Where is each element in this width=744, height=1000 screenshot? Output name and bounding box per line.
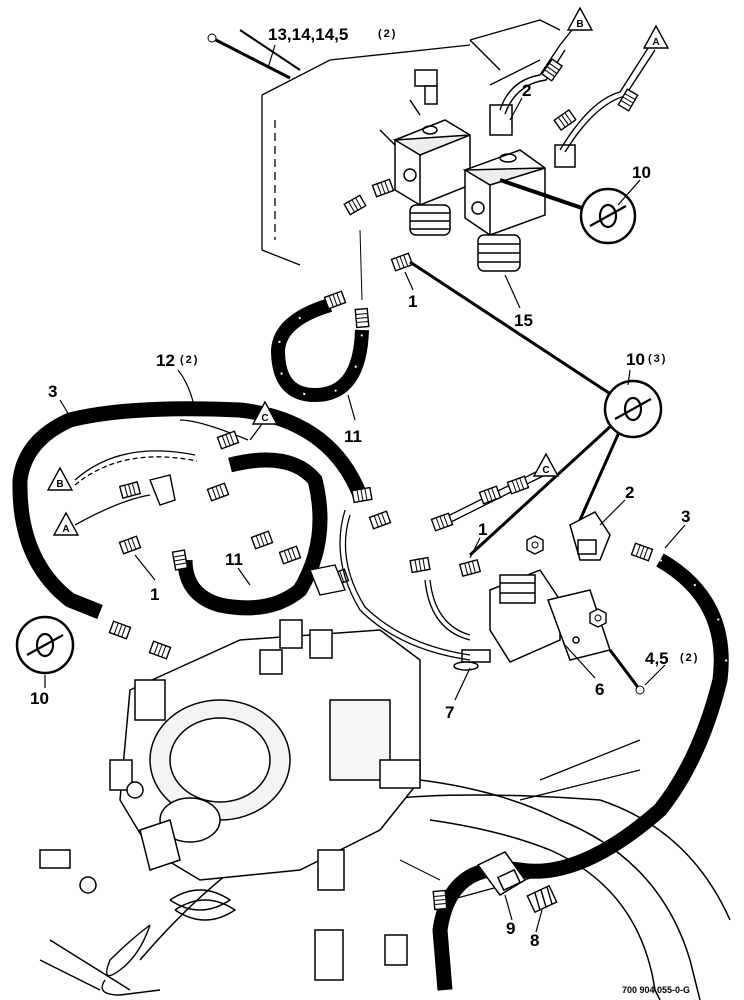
elbow-fitting-part-2-right [569, 511, 611, 561]
wire-harness-part-7 [339, 509, 471, 661]
callout-1-left: 1 [150, 585, 159, 604]
ref-triangle-C-right: C [532, 452, 560, 477]
hose-ends-11-upper [323, 229, 370, 329]
pressure-switch-part-9 [476, 851, 527, 896]
hose-part-11-middle [177, 452, 328, 616]
callout-11-top: 11 [344, 427, 362, 446]
callout-15: 15 [514, 311, 533, 330]
callout-6: 6 [595, 680, 604, 699]
hose-connection-symbol-icon [603, 379, 663, 439]
ref-label-A-left: A [62, 524, 69, 535]
ref-label-A-top: A [652, 37, 659, 48]
callout-10-mid: 10 [626, 350, 645, 369]
callout-9: 9 [506, 919, 515, 938]
bolt-part-13 [207, 33, 291, 80]
valve-block-upper [379, 69, 576, 272]
tube-lines-left [74, 419, 249, 526]
ref-triangle-B-top: B [566, 6, 594, 31]
hose-part-11-upper [270, 298, 369, 403]
ref-label-C-right: C [542, 465, 549, 476]
callout-1-top: 1 [408, 292, 417, 311]
spring-lower-left [39, 889, 237, 996]
callout-leaders [44, 44, 686, 933]
ref-triangle-A-top: A [642, 24, 670, 49]
ref-label-B-left: B [56, 479, 63, 490]
leader-line-10-top [499, 178, 583, 210]
ref-triangle-C-left: C [251, 400, 279, 425]
leader-lines-10-3 [409, 260, 622, 557]
hose-connection-symbol-icon [579, 187, 637, 245]
ref-label-C-left: C [261, 413, 268, 424]
callout-4-5: 4,5 [645, 649, 669, 668]
callout-1-mid: 1 [478, 520, 487, 539]
hydraulic-pump-assembly [39, 619, 421, 981]
hose-end-3-right [630, 542, 654, 562]
callout-13-14-5: 13,14,14,5 [268, 25, 348, 44]
callout-8: 8 [530, 931, 539, 950]
callout-2-top: 2 [522, 81, 531, 100]
hose-part-3-right [432, 553, 729, 991]
callout-4-5-qty: (2) [680, 652, 699, 664]
ref-label-B-top: B [576, 19, 583, 30]
fitting-lower-hose-end [399, 859, 448, 911]
bolt-part-4 [608, 649, 645, 695]
callout-2-right: 2 [625, 483, 634, 502]
callout-10-mid-qty: (3) [648, 353, 667, 365]
drawing-code: 700 904 055-0-G [622, 985, 690, 995]
callout-3-right: 3 [681, 507, 690, 526]
callout-3-left: 3 [48, 382, 57, 401]
callout-12-qty: (2) [180, 354, 199, 366]
solenoid-valve-part-6 [453, 569, 611, 671]
callout-7: 7 [445, 703, 454, 722]
callout-13-qty: (2) [378, 28, 397, 40]
callout-10-bottom: 10 [30, 689, 49, 708]
callout-10-top: 10 [632, 163, 651, 182]
hose-connection-symbol-icon [15, 615, 75, 675]
coupler-part-8 [526, 884, 558, 914]
elbow-fittings-left [149, 474, 346, 596]
ref-triangle-B-left: B [46, 466, 74, 491]
callout-12: 12 [156, 351, 175, 370]
hose-part-3-left [12, 401, 367, 619]
ref-triangle-A-left: A [52, 511, 80, 536]
callout-11-middle: 11 [225, 550, 243, 569]
